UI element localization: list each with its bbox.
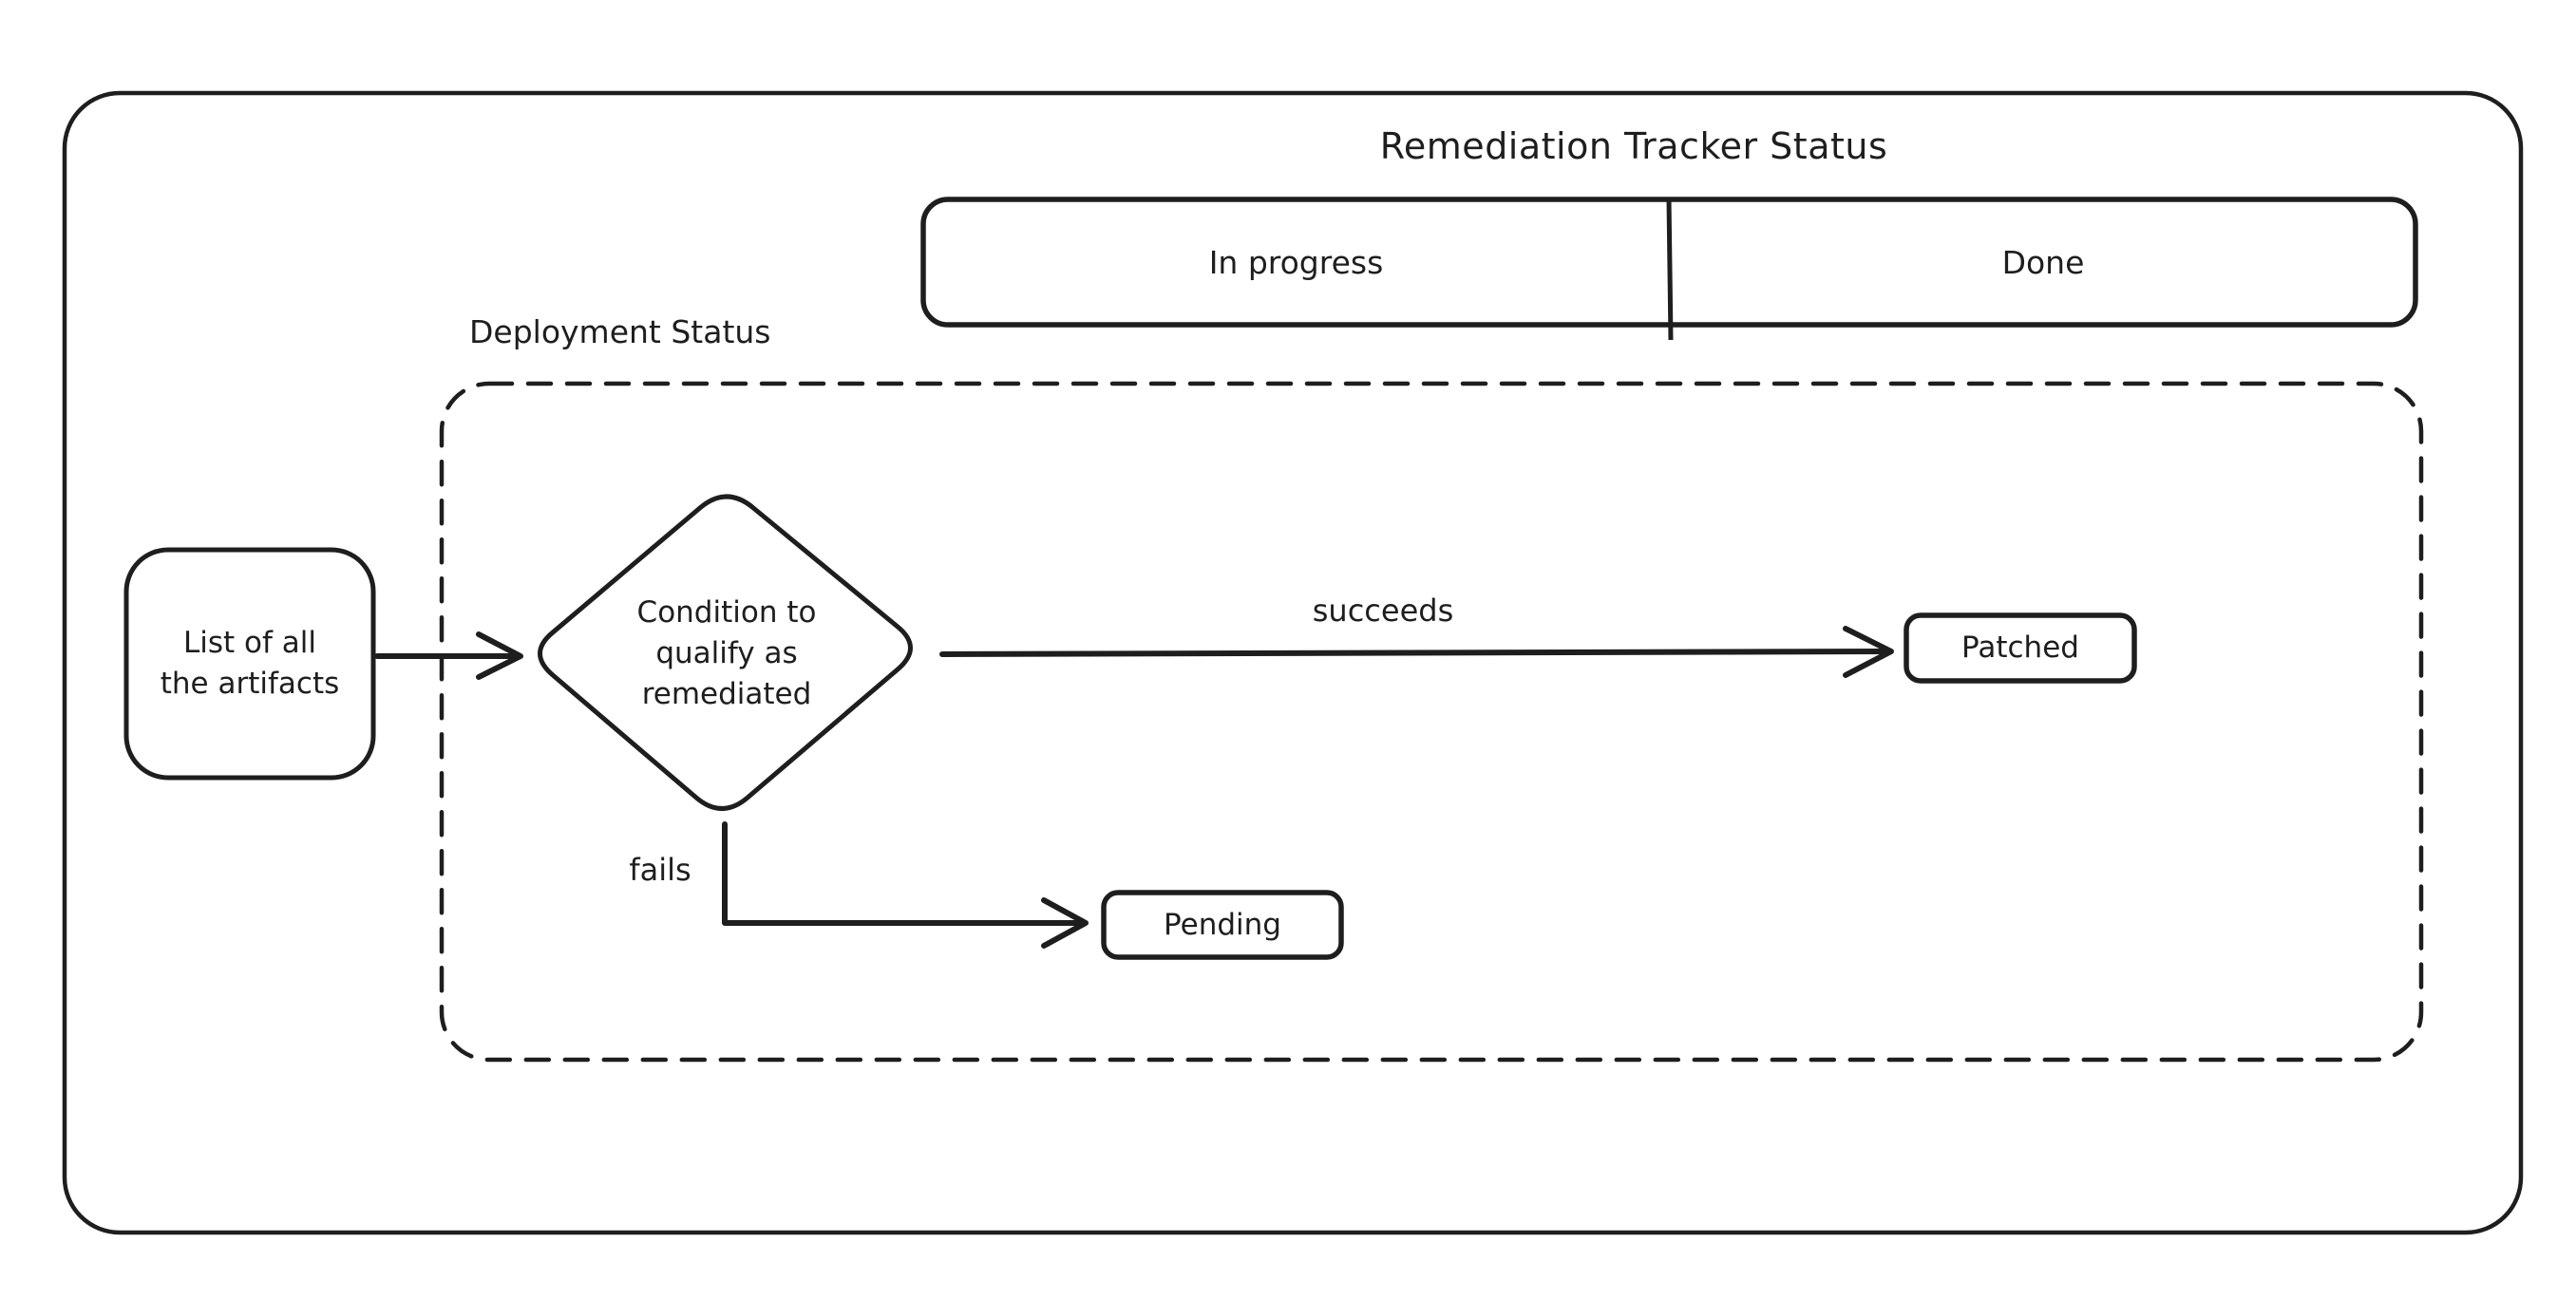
pending-node-shape (1101, 890, 1344, 960)
diagram-title: Remediation Tracker Status (1379, 125, 1888, 167)
tracker-cell-in-progress: In progress (1208, 243, 1384, 281)
fails-label: fails (629, 852, 691, 888)
artifacts-node-label: List of all the artifacts (160, 626, 340, 701)
tracker-cell-done: Done (2001, 243, 2085, 281)
fails-arrow (722, 821, 1089, 949)
deployment-status-label: Deployment Status (469, 313, 771, 350)
condition-node-label: Condition to qualify as remediated (636, 595, 817, 711)
artifacts-node-shape (123, 547, 376, 781)
succeeds-label: succeeds (1312, 593, 1454, 629)
succeeds-arrow (939, 626, 1894, 678)
input-arrow (374, 631, 523, 680)
outer-frame (62, 90, 2524, 1235)
condition-diamond-shape (538, 494, 913, 811)
tracker-divider (1666, 198, 1674, 341)
deployment-status-container (439, 381, 2424, 1063)
patched-node-shape (1904, 612, 2137, 684)
patched-node-label: Patched (1961, 631, 2079, 665)
pending-node-label: Pending (1164, 907, 1281, 942)
